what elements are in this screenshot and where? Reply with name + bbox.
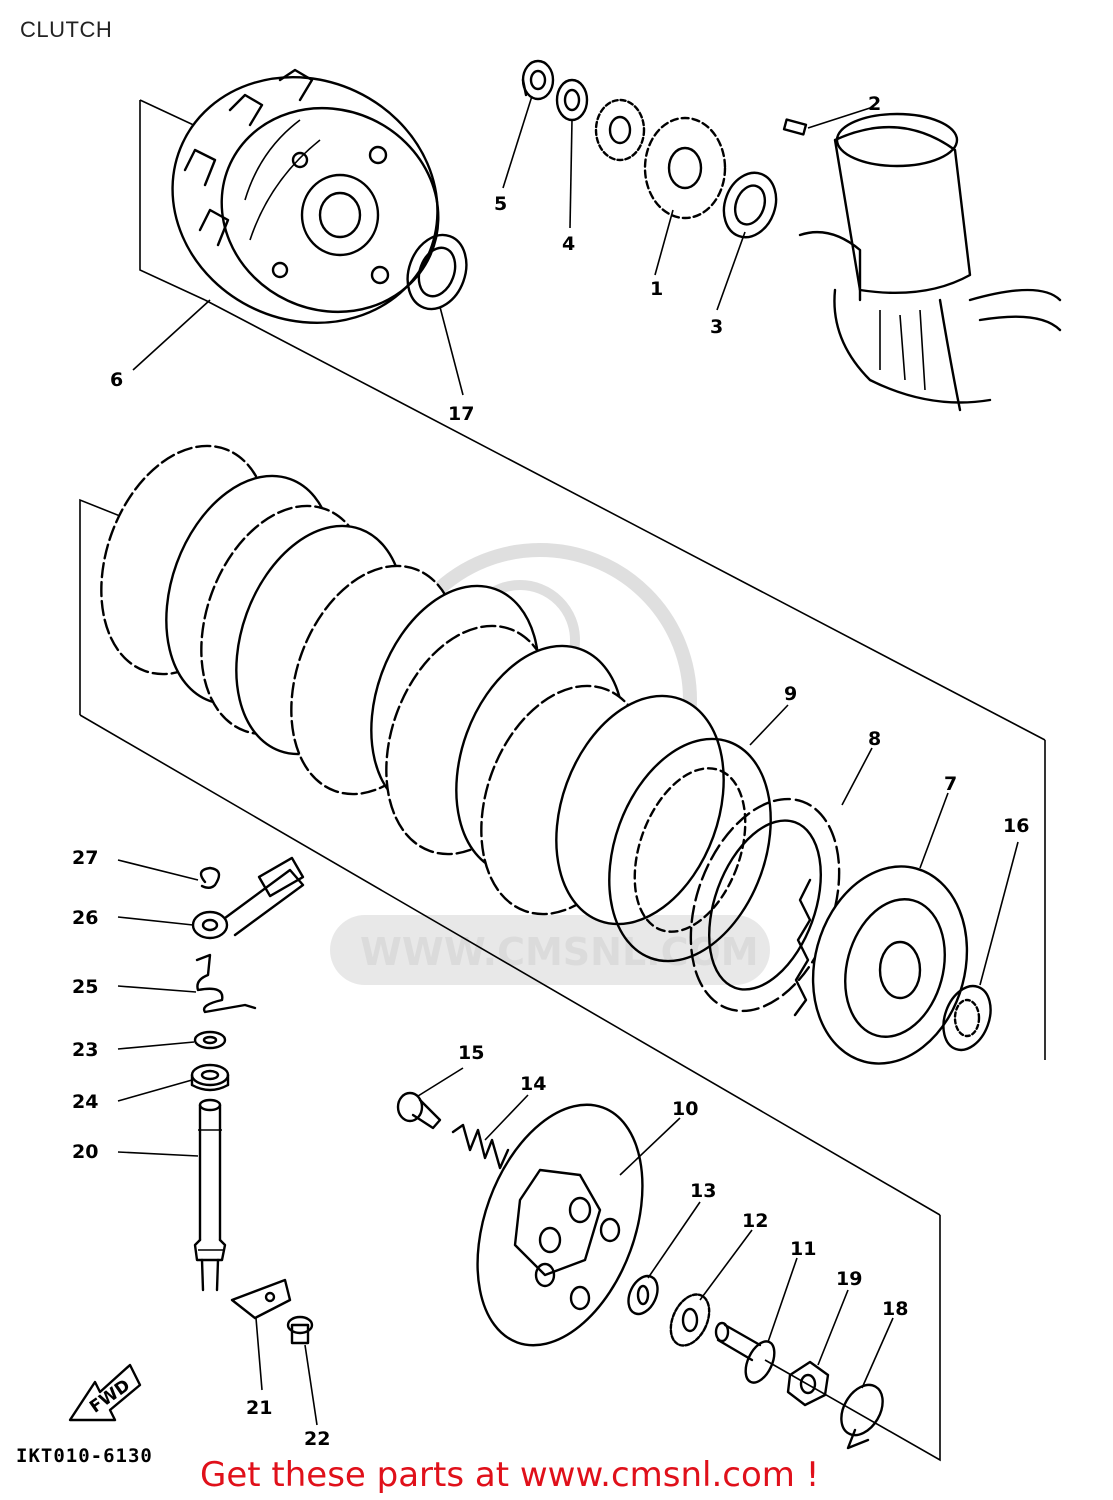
part-15-bolt [396,1091,442,1130]
callout-12: 12 [742,1210,768,1232]
part-20-push-lever-shaft [193,1098,227,1292]
callout-2: 2 [868,93,881,115]
callout-3: 3 [710,316,723,338]
callout-21: 21 [246,1397,272,1419]
part-10-pressure-plate [476,1103,644,1347]
callout-27: 27 [72,847,98,869]
promo-link-text[interactable]: Get these parts at www.cmsnl.com ! [200,1455,820,1495]
callout-17: 17 [448,403,474,425]
callout-14: 14 [520,1073,546,1095]
part-27-circlip [199,866,221,889]
callout-8: 8 [868,728,881,750]
crankshaft-reference [798,112,1062,412]
part-1-primary-drive-gear [643,116,727,220]
part-19-nut [786,1360,830,1407]
callout-16: 16 [1003,815,1029,837]
part-12-bearing [669,1293,711,1347]
callout-20: 20 [72,1141,98,1163]
part-16-lock-washer [942,984,992,1052]
plates-assembly-frame [79,498,1046,1216]
part-gear-small [594,98,646,162]
part-17-thrust-washer [406,233,468,311]
part-18-lock-washer [840,1383,884,1450]
callout-5: 5 [494,193,507,215]
part-25-spring [195,953,257,1014]
callout-23: 23 [72,1039,98,1061]
part-26-push-lever [191,856,305,940]
part-13-washer [627,1274,659,1316]
callout-4: 4 [562,233,575,255]
part-21-lock-plate [230,1278,292,1320]
part-4-lock-washer [555,78,589,122]
callout-24: 24 [72,1091,98,1113]
callout-6: 6 [110,369,123,391]
part-9-friction-plate [608,737,772,963]
part-7-clutch-boss [793,865,969,1065]
callout-9: 9 [784,683,797,705]
clutch-plates-stack [100,444,725,926]
forward-arrow-icon: FWD [68,1363,142,1422]
part-3-washer [722,171,778,239]
part-6-primary-driven-gear [171,68,440,325]
callout-7: 7 [944,773,957,795]
leader-lines [117,95,1019,1426]
page-title: CLUTCH [20,17,113,42]
callout-11: 11 [790,1238,816,1260]
part-24-oil-seal [190,1063,230,1092]
callout-22: 22 [304,1428,330,1450]
callout-19: 19 [836,1268,862,1290]
top-assembly-frame [139,99,1046,741]
pressure-plate-frame [764,1215,941,1462]
part-5-nut [521,59,555,101]
part-22-screw [286,1315,314,1345]
part-11-push-rod [714,1321,776,1384]
part-23-washer [193,1030,227,1050]
callout-1: 1 [650,278,663,300]
callout-26: 26 [72,907,98,929]
callout-15: 15 [458,1042,484,1064]
callout-labels: 1 2 3 4 5 6 7 8 9 10 11 12 13 14 15 16 1… [72,93,1029,1450]
callout-13: 13 [690,1180,716,1202]
callout-18: 18 [882,1298,908,1320]
part-2-straight-key [782,118,808,136]
callout-25: 25 [72,976,98,998]
document-id: IKT010-6130 [16,1445,153,1467]
part-14-compression-spring [451,1123,510,1170]
clutch-plate [555,694,725,926]
callout-10: 10 [672,1098,698,1120]
